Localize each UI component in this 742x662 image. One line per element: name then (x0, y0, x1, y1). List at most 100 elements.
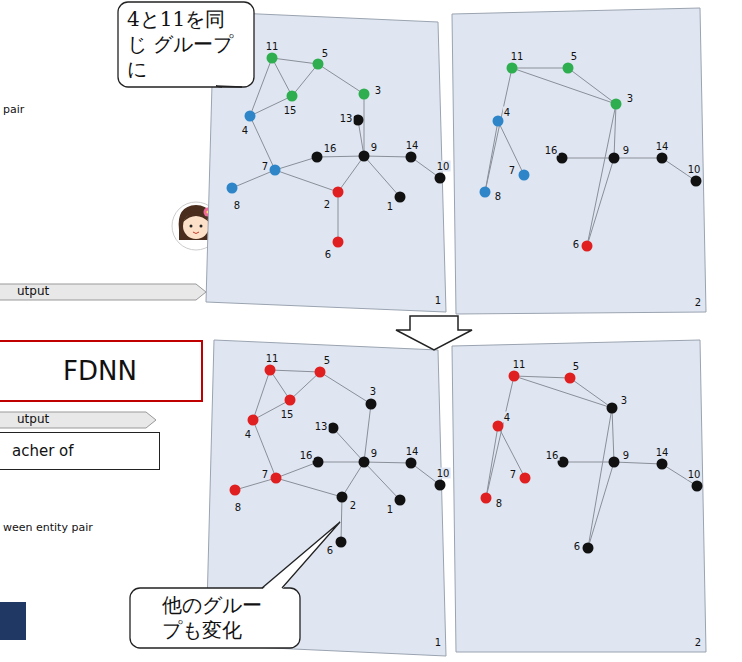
vertex-number: 13 (339, 113, 354, 124)
graph-vertex (657, 153, 668, 164)
vertex-number: 6 (573, 541, 581, 552)
graph-edge (587, 104, 616, 246)
face (183, 213, 209, 239)
graph-vertex (245, 111, 256, 122)
callout-tail-fill (216, 85, 242, 87)
graph-edge (341, 497, 342, 542)
vertex-number: 7 (509, 469, 517, 480)
graph-vertex (563, 63, 574, 74)
graph-panel (452, 340, 706, 652)
graph-vertex (359, 457, 370, 468)
callout-tail (216, 86, 242, 87)
graph-edge (568, 68, 616, 104)
callout-outline (118, 2, 254, 87)
graph-edge (338, 156, 364, 192)
vertex-number: 2 (323, 199, 331, 210)
graph-vertex (607, 403, 618, 414)
callout-tail (262, 522, 340, 588)
graph-edge (232, 170, 275, 188)
graph-vertex (359, 151, 370, 162)
graph-vertex (267, 53, 278, 64)
panel-ground (452, 8, 706, 314)
output-arrow (0, 284, 206, 300)
graph-vertex (691, 176, 702, 187)
graph-panels (206, 8, 706, 656)
graph-edge (364, 462, 400, 500)
callout-shape (118, 2, 254, 87)
graph-edge (338, 192, 339, 242)
graph-vertex (265, 365, 276, 376)
graph-edge (320, 372, 371, 404)
vertex-number: 9 (622, 145, 630, 156)
graph-edge (292, 64, 318, 96)
graph-edge (364, 462, 411, 463)
vertex-number: 7 (508, 165, 516, 176)
vertex-number: 1 (386, 201, 394, 212)
graph-edge (318, 64, 364, 94)
side-text: pair (2, 104, 25, 116)
vertex-number: 9 (370, 448, 378, 459)
graph-edge (562, 158, 614, 159)
graph-vertex (366, 399, 377, 410)
vertex-number: 16 (545, 450, 560, 461)
graph-vertex (359, 89, 370, 100)
graph-vertex (271, 473, 282, 484)
graph-edge (570, 378, 612, 408)
vertex-number: 10 (687, 164, 702, 175)
graph-edge (364, 94, 365, 156)
graph-vertex (287, 91, 298, 102)
eye (190, 225, 193, 228)
graph-vertex (435, 480, 446, 491)
graph-edge (486, 426, 498, 498)
model-box: FDNN (0, 340, 203, 402)
vertex-number: 8 (233, 200, 241, 211)
vertex-number: 6 (572, 239, 580, 250)
callout-text: 他のグループも変化 (162, 593, 268, 643)
graph-vertex (583, 543, 594, 554)
panel-number: 1 (434, 637, 442, 648)
text-box: acher of (0, 432, 160, 470)
graph-edge (514, 376, 612, 408)
vertex-number: 14 (405, 140, 420, 151)
vertex-number: 3 (369, 386, 377, 397)
callout-text: 4と11を同じ グループに (127, 7, 245, 82)
vertex-number: 4 (244, 429, 252, 440)
graph-panel (452, 8, 706, 314)
vertex-number: 9 (370, 142, 378, 153)
mouth (193, 232, 199, 234)
vertex-number: 4 (503, 412, 511, 423)
graph-edge (333, 428, 364, 462)
vertex-number: 16 (544, 145, 559, 156)
vertex-number: 16 (323, 143, 338, 154)
panel-number: 2 (694, 297, 702, 308)
graph-vertex (611, 99, 622, 110)
vertex-number: 3 (620, 395, 628, 406)
vertex-number: 8 (234, 502, 242, 513)
graph-vertex (336, 537, 347, 548)
graph-vertex (519, 170, 530, 181)
graph-edge (276, 462, 318, 478)
vertex-number: 6 (326, 545, 334, 556)
arrow-text: utput (16, 285, 50, 298)
graph-edge (486, 376, 514, 498)
graph-edge (272, 58, 318, 64)
panel-ground (452, 340, 706, 652)
graph-vertex (520, 473, 531, 484)
graph-vertex (315, 367, 326, 378)
callout-shape (130, 522, 340, 648)
vertex-number: 5 (321, 48, 329, 59)
vertex-number: 16 (299, 450, 314, 461)
vertex-number: 5 (572, 361, 580, 372)
graph-vertex (230, 485, 241, 496)
graph-vertex (353, 115, 364, 126)
graph-edge (563, 462, 614, 463)
vertex-number: 13 (314, 421, 329, 432)
graph-edge (235, 478, 276, 490)
vertex-number: 6 (324, 249, 332, 260)
graph-edge (612, 408, 614, 462)
graph-vertex (328, 423, 339, 434)
vertex-number: 15 (280, 409, 295, 420)
vertex-number: 8 (494, 191, 502, 202)
graph-vertex (312, 152, 323, 163)
box-text: acher of (12, 442, 74, 461)
